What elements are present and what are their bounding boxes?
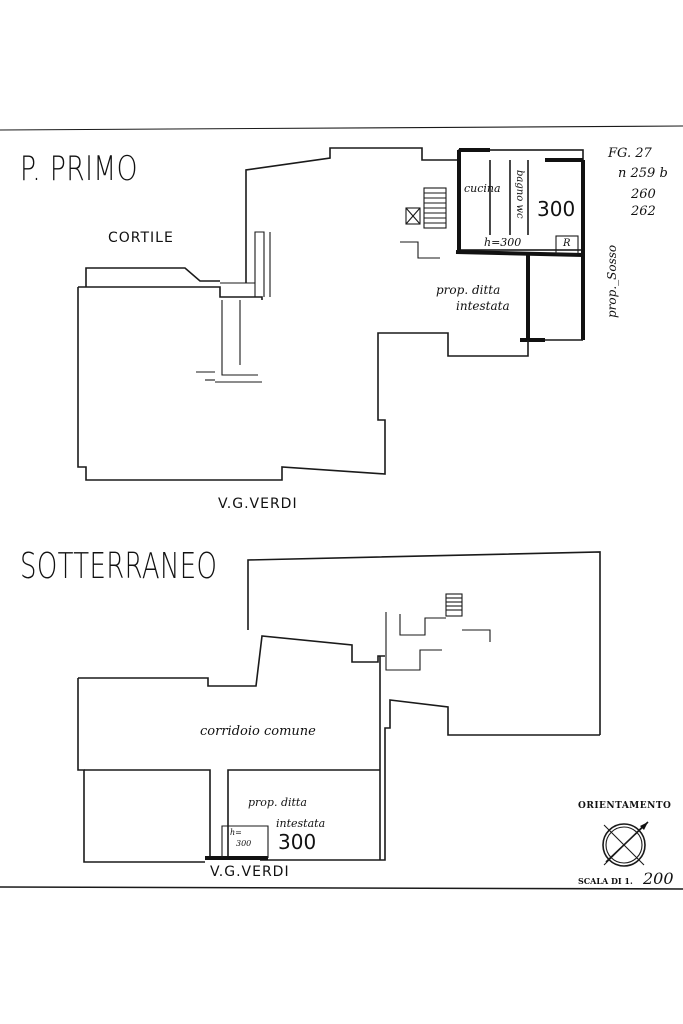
lower-small-room: [385, 612, 442, 671]
lower-small-room: [399, 614, 446, 636]
scale-value: 200: [643, 869, 674, 888]
bathroom-label: bagno wc: [514, 170, 525, 219]
lower-right-outline: [260, 699, 600, 861]
frame-top-line: [0, 125, 683, 131]
frame-bottom-line: [0, 886, 683, 890]
corridor-label: corridoio comune: [200, 724, 316, 739]
scale-prefix: SCALA DI 1.: [578, 876, 633, 886]
upper-owner-note-2: intestata: [456, 299, 510, 313]
cadastral-parcel-1: n 259 b: [618, 166, 668, 181]
upper-wing-inner: [220, 282, 256, 297]
lower-floor-plan: [77, 551, 601, 863]
courtyard-wall: [85, 267, 220, 287]
lower-small-room: [462, 629, 491, 642]
orientation-label: ORIENTAMENTO: [578, 801, 672, 811]
lower-top-outline: [78, 635, 385, 687]
compass-icon: [602, 821, 649, 867]
lower-number: 300: [278, 830, 317, 854]
main-block-top-wall: [78, 286, 263, 300]
lower-street-label: V.G.VERDI: [210, 864, 290, 880]
upper-number: 300: [537, 197, 576, 221]
upper-wing-wall: [245, 147, 459, 283]
corridor-lower-wall-right: [227, 769, 380, 860]
interior-wall: [221, 300, 258, 376]
lower-owner-note-2: intestata: [276, 817, 326, 830]
room-r-box: [555, 235, 579, 255]
cadastral-sheet: FG. 27: [608, 146, 652, 161]
lower-height-note-bottom: 300: [236, 839, 252, 848]
landing-wall: [400, 241, 440, 259]
lower-owner-note-1: prop. ditta: [248, 796, 307, 809]
lower-staircase: [445, 593, 463, 617]
lower-height-note-top: h=: [230, 828, 242, 837]
upper-floor-plan: [77, 147, 585, 481]
lower-floor-title: SOTTERRANEO: [20, 546, 218, 587]
lift-shaft: [405, 207, 421, 225]
main-block-outline: [77, 287, 449, 481]
kitchen-label: cucina: [464, 182, 501, 195]
upper-height-note: h=300: [484, 236, 522, 249]
neighbor-label: prop._Sosso: [605, 244, 619, 318]
lower-stair-treads: [446, 597, 462, 611]
lower-upper-wing: [247, 551, 601, 735]
upper-floor-title: P. PRIMO: [20, 149, 138, 189]
corridor-lower-wall-left: [84, 769, 211, 860]
apartment-lower-wall: [447, 340, 529, 357]
upper-wing-inner: [254, 231, 265, 297]
upper-street-label: V.G.VERDI: [218, 496, 298, 512]
stair-treads: [424, 192, 446, 224]
room-r-label: R: [563, 238, 571, 249]
cadastral-parcel-3: 262: [631, 204, 656, 219]
lower-unit-cell: [221, 825, 269, 858]
courtyard-label: CORTILE: [108, 230, 174, 246]
cadastral-parcel-2: 260: [631, 187, 656, 202]
upper-owner-note-1: prop. ditta: [436, 283, 501, 297]
